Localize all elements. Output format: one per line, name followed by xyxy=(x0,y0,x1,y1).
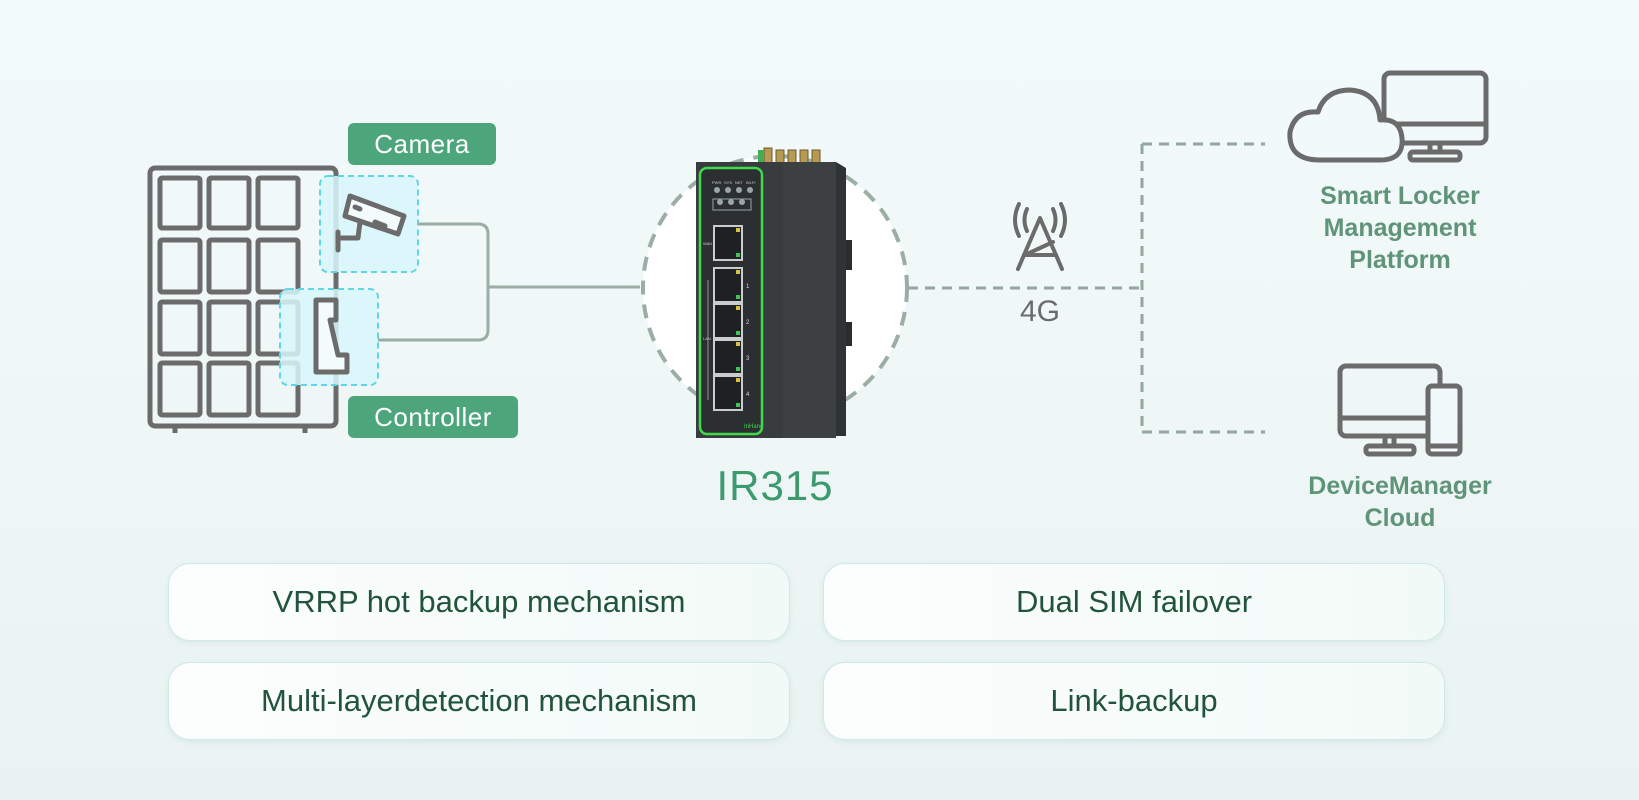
platform-label-line: Cloud xyxy=(1364,504,1436,532)
security-camera-icon xyxy=(335,193,407,253)
controller-icon xyxy=(313,297,350,375)
platform-label-line: Platform xyxy=(1349,246,1451,274)
feature-card-multi-layer-detection: Multi-layerdetection mechanism xyxy=(168,662,790,740)
camera-tag: Camera xyxy=(348,123,496,165)
wan-port-label: WAN xyxy=(703,241,712,246)
port-number-2: 2 xyxy=(746,320,750,326)
port-number-1: 1 xyxy=(746,284,750,290)
port-number-3: 3 xyxy=(746,356,750,362)
platform-label-line: Management xyxy=(1323,214,1477,242)
feature-text: Dual SIM failover xyxy=(1015,584,1253,619)
led-label-pwr: PWR xyxy=(712,180,721,185)
feature-text: Multi-layerdetection mechanism xyxy=(261,683,697,718)
platform-label-line: DeviceManager xyxy=(1308,472,1492,500)
smart-locker-platform-label: Smart Locker Management Platform xyxy=(1290,180,1510,276)
feature-card-dual-sim: Dual SIM failover xyxy=(823,563,1445,641)
feature-text: Link-backup xyxy=(1050,683,1218,718)
controller-tag: Controller xyxy=(348,396,518,438)
led-label-sys: SYS xyxy=(724,180,732,185)
lan-port-label: LAN xyxy=(703,336,711,341)
connection-type-label: 4G xyxy=(1019,295,1061,328)
feature-card-vrrp: VRRP hot backup mechanism xyxy=(168,563,790,641)
cloud-monitor-icon xyxy=(1287,70,1489,163)
lan-connection-lines xyxy=(378,222,640,342)
wan-connection-lines xyxy=(908,142,1265,434)
monitor-phone-icon xyxy=(1337,363,1463,457)
led-label-wifi: Wi-Fi xyxy=(746,180,755,185)
devicemanager-cloud-label: DeviceManager Cloud xyxy=(1290,470,1510,534)
feature-card-link-backup: Link-backup xyxy=(823,662,1445,740)
platform-label-line: Smart Locker xyxy=(1320,182,1480,210)
cell-tower-icon xyxy=(1013,202,1067,271)
router-device-image xyxy=(696,147,852,438)
led-label-net: NET xyxy=(735,180,744,185)
router-model-name: IR315 xyxy=(716,462,834,509)
device-brand-logo: InHand xyxy=(744,424,763,430)
port-number-4: 4 xyxy=(746,392,750,398)
feature-text: VRRP hot backup mechanism xyxy=(272,584,686,619)
